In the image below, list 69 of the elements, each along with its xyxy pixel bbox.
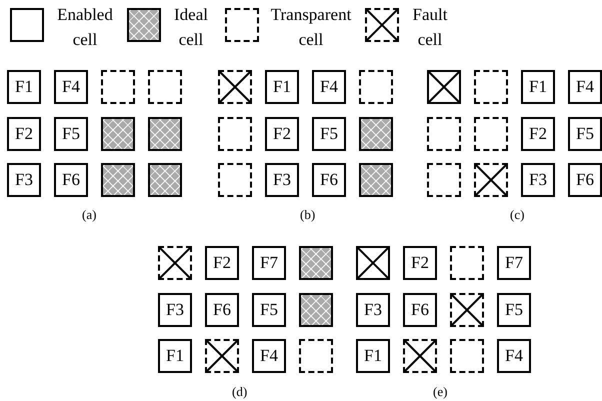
enabled-cell: F3	[158, 292, 192, 326]
ideal-cell	[148, 163, 182, 197]
transparent-cell	[218, 163, 252, 197]
fault-cell	[356, 246, 390, 280]
panel-label: (a)	[82, 207, 96, 223]
enabled-cell: F7	[497, 246, 531, 280]
transparent-cell	[299, 339, 333, 373]
fault-cell	[474, 163, 508, 197]
fault-cell	[427, 70, 461, 104]
enabled-cell: F4	[54, 70, 88, 104]
enabled-cell: F3	[356, 292, 390, 326]
enabled-cell: F3	[7, 163, 41, 197]
enabled-cell: F6	[403, 292, 437, 326]
ideal-cell	[359, 163, 393, 197]
enabled-cell: F2	[403, 246, 437, 280]
enabled-cell: F2	[7, 116, 41, 150]
enabled-cell: F2	[205, 246, 239, 280]
enabled-cell: F1	[521, 70, 555, 104]
transparent-cell	[148, 70, 182, 104]
legend-text: Enabled cell	[56, 4, 114, 51]
fault-cell	[218, 70, 252, 104]
enabled-cell: F3	[265, 163, 299, 197]
fault-cell	[205, 339, 239, 373]
enabled-cell: F6	[205, 292, 239, 326]
ideal-cell	[299, 246, 333, 280]
ideal-cell	[299, 292, 333, 326]
transparent-cell	[218, 116, 252, 150]
enabled-cell: F1	[356, 339, 390, 373]
transparent-cell	[450, 246, 484, 280]
legend-text: Fault cell	[412, 4, 448, 51]
panel-label: (d)	[232, 384, 248, 400]
transparent-cell	[474, 116, 508, 150]
enabled-cell: F6	[568, 163, 602, 197]
enabled-cell: F5	[497, 292, 531, 326]
transparent-cell	[427, 163, 461, 197]
enabled-cell: F4	[568, 70, 602, 104]
enabled-cell: F4	[312, 70, 346, 104]
panel-label: (c)	[510, 207, 524, 223]
panel-label: (b)	[300, 207, 316, 223]
enabled-cell: F3	[521, 163, 555, 197]
ideal-cell	[359, 116, 393, 150]
transparent-cell	[359, 70, 393, 104]
enabled-cell: F4	[252, 339, 286, 373]
legend-text: Ideal cell	[173, 4, 209, 51]
ideal-cell	[148, 116, 182, 150]
ideal-cell	[101, 116, 135, 150]
transparent-cell	[427, 116, 461, 150]
fault-cell	[403, 339, 437, 373]
enabled-cell: F1	[265, 70, 299, 104]
enabled-cell: F4	[497, 339, 531, 373]
legend-text: Transparent cell	[270, 4, 352, 51]
enabled-cell: F2	[521, 116, 555, 150]
enabled-cell: F5	[54, 116, 88, 150]
enabled-cell: F5	[312, 116, 346, 150]
enabled-cell: F5	[252, 292, 286, 326]
enabled-cell: F2	[265, 116, 299, 150]
ideal-cell	[101, 163, 135, 197]
enabled-cell: F6	[312, 163, 346, 197]
panel-label: (e)	[433, 384, 448, 400]
transparent-cell	[101, 70, 135, 104]
fault-cell	[158, 246, 192, 280]
enabled-cell: F6	[54, 163, 88, 197]
enabled-cell: F7	[252, 246, 286, 280]
enabled-cell: F5	[568, 116, 602, 150]
transparent-cell	[450, 339, 484, 373]
enabled-cell: F1	[158, 339, 192, 373]
fault-cell	[450, 292, 484, 326]
enabled-cell: F1	[7, 70, 41, 104]
transparent-cell	[474, 70, 508, 104]
